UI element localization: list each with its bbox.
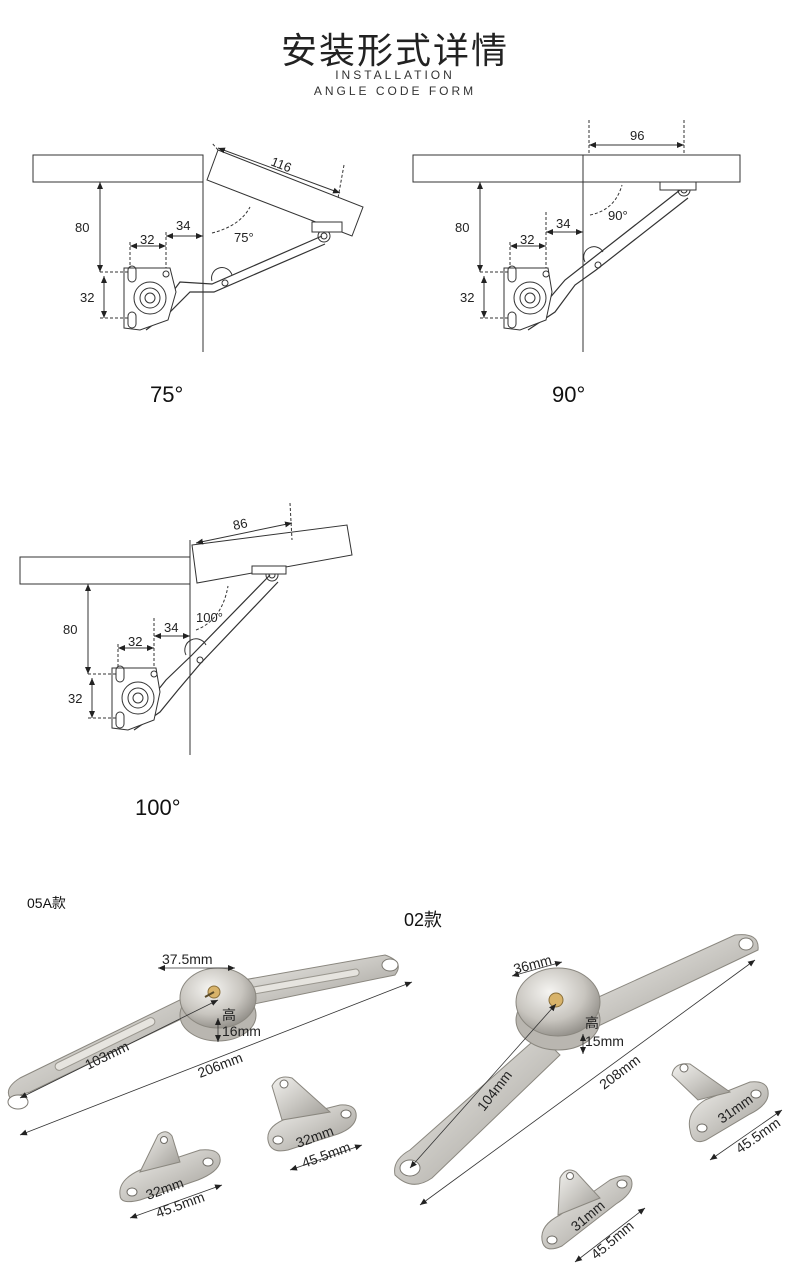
dim-offset-75: 116 xyxy=(269,154,294,175)
lid-panel xyxy=(191,524,353,584)
angle-caption-90: 90° xyxy=(552,382,585,407)
model-b-height: 15mm xyxy=(585,1033,624,1049)
dim-height-75: 80 xyxy=(75,220,89,235)
dim-offset-90: 96 xyxy=(630,128,644,143)
angle-caption-75: 75° xyxy=(150,382,183,407)
arc-label-100: 100° xyxy=(196,610,223,625)
dim-height-100: 80 xyxy=(63,622,77,637)
diagram-100 xyxy=(19,502,353,755)
arc-label-75: 75° xyxy=(234,230,254,245)
model-a-label: 05A款 xyxy=(27,895,66,911)
page-subtitle-1: INSTALLATION xyxy=(335,68,455,82)
dim-baseh-100: 32 xyxy=(68,691,82,706)
model-b-total-length: 208mm xyxy=(596,1052,643,1093)
page-title: 安装形式详情 xyxy=(280,31,509,72)
dim-gap-90: 34 xyxy=(556,216,570,231)
model-a-total-length: 206mm xyxy=(195,1049,244,1081)
model-b-bracket1-length: 45.5mm xyxy=(733,1114,784,1156)
angle-caption-100: 100° xyxy=(135,795,181,820)
page-subtitle-2: ANGLE CODE FORM xyxy=(313,84,477,98)
dim-basew-90: 32 xyxy=(520,232,534,247)
cabinet-top-panel xyxy=(32,154,204,183)
diagram-90 xyxy=(412,120,741,352)
model-b-dimension-lines xyxy=(409,959,783,1263)
model-a-height-char: 高 xyxy=(222,1007,236,1023)
diagram-75 xyxy=(32,142,364,352)
dim-basew-100: 32 xyxy=(128,634,142,649)
model-a-hub-diameter: 37.5mm xyxy=(162,951,213,967)
dim-gap-75: 34 xyxy=(176,218,190,233)
dim-height-90: 80 xyxy=(455,220,469,235)
model-b-photo xyxy=(394,934,769,1250)
cabinet-top-panel xyxy=(19,556,191,585)
model-b-height-char: 高 xyxy=(585,1015,599,1031)
dim-basew-75: 32 xyxy=(140,232,154,247)
dim-baseh-90: 32 xyxy=(460,290,474,305)
lid-panel xyxy=(582,154,741,183)
dim-baseh-75: 32 xyxy=(80,290,94,305)
arc-label-90: 90° xyxy=(608,208,628,223)
dim-offset-100: 86 xyxy=(232,515,249,533)
model-b-bracket2-length: 45.5mm xyxy=(588,1218,637,1263)
model-a-dimension-lines xyxy=(19,965,413,1219)
model-a-height: 16mm xyxy=(222,1023,261,1039)
model-b-label: 02款 xyxy=(404,910,442,930)
cabinet-top-panel xyxy=(412,154,584,183)
dim-gap-100: 34 xyxy=(164,620,178,635)
